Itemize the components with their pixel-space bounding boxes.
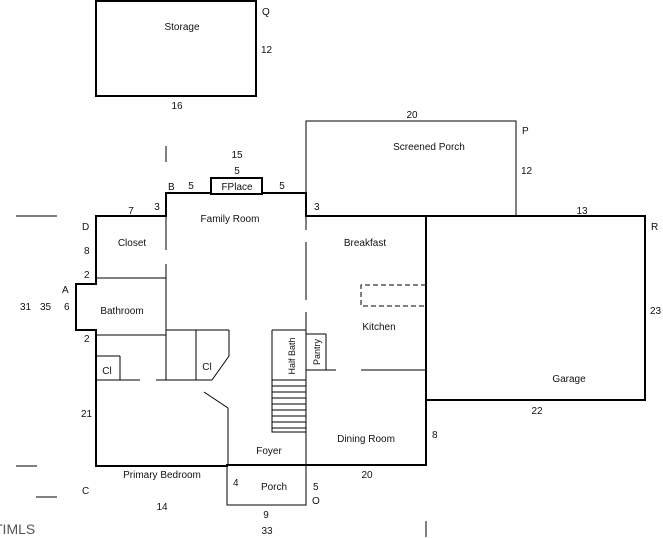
garage-outline xyxy=(426,215,646,401)
porch-outline xyxy=(226,466,307,506)
dim-storage-right: 12 xyxy=(261,45,273,56)
fplace-label: FPlace xyxy=(221,182,253,193)
foyer-label: Foyer xyxy=(256,446,282,457)
corner-label-a: A xyxy=(62,285,69,296)
dim-screened-top: 20 xyxy=(406,110,418,121)
dim-garage-top-13: 13 xyxy=(576,206,588,217)
dim-storage-bottom: 16 xyxy=(171,101,183,112)
corner-label-p: P xyxy=(522,126,529,137)
watermark-text: TIMLS xyxy=(0,521,35,537)
dim-overall-31: 31 xyxy=(20,302,32,313)
house-exterior-wall xyxy=(75,192,427,467)
primary-bedroom-label: Primary Bedroom xyxy=(123,470,201,481)
dim-porch-right-5: 5 xyxy=(313,482,319,493)
dining-room-label: Dining Room xyxy=(337,434,395,445)
closet-right-label: Cl xyxy=(202,362,211,373)
corner-label-q: Q xyxy=(262,7,270,18)
dim-screened-right: 12 xyxy=(521,166,533,177)
dim-b-5: 5 xyxy=(188,181,194,192)
dim-dining-right-8: 8 xyxy=(432,430,438,441)
dim-garage-right-23: 23 xyxy=(650,306,662,317)
corner-label-r: R xyxy=(651,222,658,233)
storage-outline xyxy=(95,0,257,97)
closet-left-label: Cl xyxy=(102,366,111,377)
pantry-label: Pantry xyxy=(312,338,322,365)
corner-label-o: O xyxy=(312,496,320,507)
bathroom-label: Bathroom xyxy=(100,306,143,317)
dim-screened-left-3: 3 xyxy=(314,202,320,213)
dim-dining-bottom-20: 20 xyxy=(361,470,373,481)
closet-label: Closet xyxy=(118,238,147,249)
fireplace-outline xyxy=(210,177,263,195)
dim-left-6: 6 xyxy=(64,302,70,313)
extension-lines xyxy=(16,146,427,537)
family-room-label: Family Room xyxy=(201,214,260,225)
dim-porch-bottom-9: 9 xyxy=(263,510,269,521)
dim-left-2-top: 2 xyxy=(84,270,90,281)
dim-overall-33: 33 xyxy=(261,526,273,537)
screened-porch-outline xyxy=(305,120,517,216)
half-bath-label: Half Bath xyxy=(287,337,297,374)
dim-fplace-5: 5 xyxy=(234,166,240,177)
dim-fplace-right-5: 5 xyxy=(279,181,285,192)
dim-b-3: 3 xyxy=(154,202,160,213)
storage-label: Storage xyxy=(164,22,199,33)
corner-label-d: D xyxy=(82,222,89,233)
dim-closet-8: 8 xyxy=(84,246,90,257)
dim-left-21: 21 xyxy=(81,409,93,420)
breakfast-label: Breakfast xyxy=(344,238,386,249)
dim-porch-left-4: 4 xyxy=(233,478,239,489)
garage-label: Garage xyxy=(552,374,586,385)
porch-label: Porch xyxy=(261,482,287,493)
dim-fplace-15: 15 xyxy=(231,150,243,161)
corner-label-b: B xyxy=(168,182,175,193)
screened-porch-label: Screened Porch xyxy=(393,142,465,153)
kitchen-label: Kitchen xyxy=(362,322,395,333)
dim-left-2-bottom: 2 xyxy=(84,334,90,345)
interior-walls xyxy=(96,193,426,465)
dim-garage-bottom-22: 22 xyxy=(531,406,543,417)
corner-label-c: C xyxy=(82,486,89,497)
kitchen-counter-dashed xyxy=(360,284,426,307)
stairs xyxy=(271,379,307,433)
dim-bottom-14: 14 xyxy=(156,502,168,513)
dim-top-7: 7 xyxy=(128,206,134,217)
dim-overall-35: 35 xyxy=(40,302,52,313)
